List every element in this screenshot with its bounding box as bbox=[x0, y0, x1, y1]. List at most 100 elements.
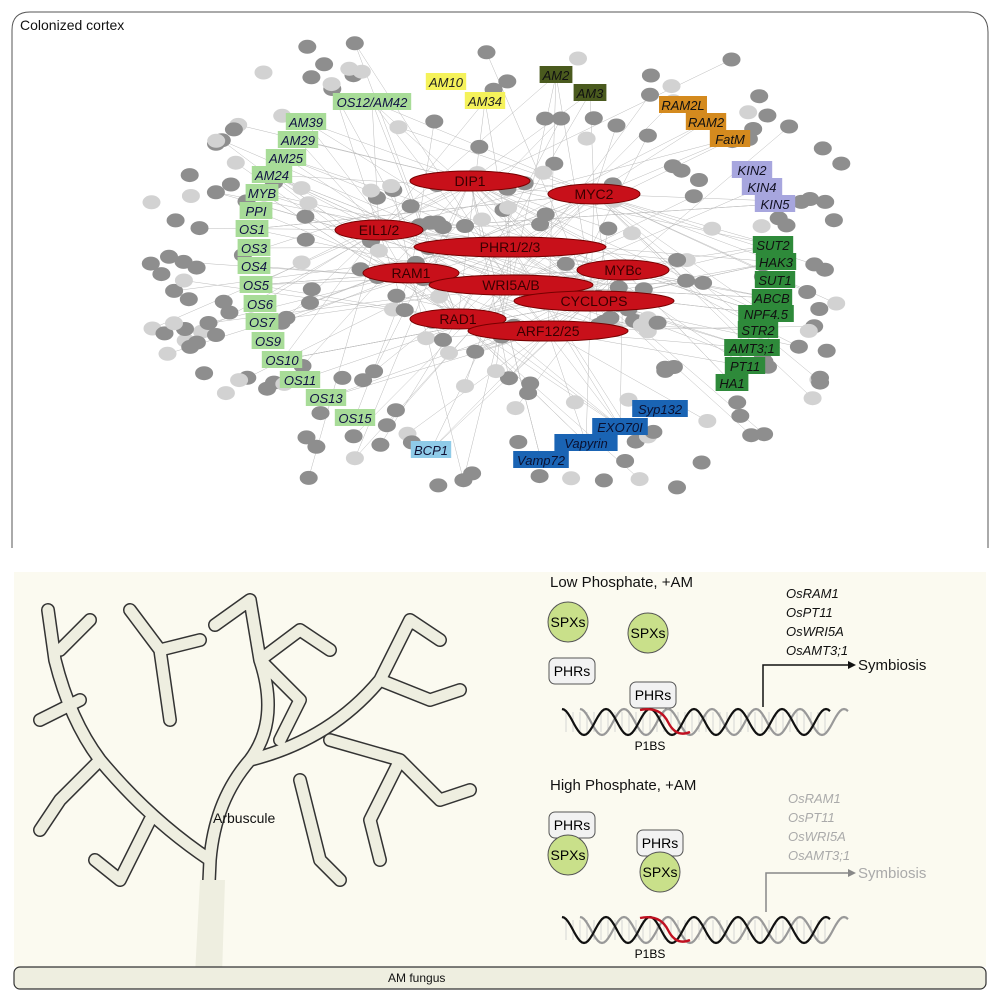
gene-label: OS11 bbox=[284, 373, 316, 388]
gene-label: AM10 bbox=[428, 75, 464, 90]
arrow-icon bbox=[848, 661, 856, 669]
network-edge bbox=[259, 229, 380, 305]
gene-node-light_green bbox=[261, 351, 303, 368]
phr-protein-bound bbox=[629, 681, 677, 709]
network-edge bbox=[261, 192, 459, 320]
gene-node-dark_green bbox=[715, 374, 749, 391]
dna-strand bbox=[579, 707, 849, 737]
hub-label: MYBc bbox=[604, 262, 641, 278]
grey-node bbox=[506, 401, 525, 416]
network-edge bbox=[593, 193, 777, 263]
grey-node bbox=[395, 303, 414, 318]
gene-label: SUT1 bbox=[758, 273, 791, 288]
low-title: Low Phosphate, +AM bbox=[550, 574, 693, 591]
gene-label: AM25 bbox=[268, 151, 304, 166]
gene: OsPT11 bbox=[786, 605, 833, 620]
gene: OsRAM1 bbox=[786, 586, 839, 601]
gene-node-orange bbox=[659, 96, 707, 113]
gene-label: Syp132 bbox=[638, 402, 683, 417]
arbuscule-label: Arbuscule bbox=[213, 810, 275, 826]
network-edge bbox=[495, 246, 511, 372]
gene-label: AMT3;1 bbox=[728, 341, 775, 356]
grey-node bbox=[190, 221, 209, 236]
low-outcome: Symbiosis bbox=[858, 657, 926, 674]
grey-node bbox=[417, 331, 436, 346]
gene-label: HAK3 bbox=[759, 255, 794, 270]
grey-node bbox=[509, 435, 528, 449]
grey-node bbox=[816, 194, 835, 209]
grey-node bbox=[813, 141, 832, 156]
gene-node-light_green bbox=[251, 166, 293, 183]
network-edge bbox=[593, 193, 837, 304]
grey-node bbox=[755, 427, 774, 442]
gene-node-lavender bbox=[731, 161, 773, 178]
hub-label: DIP1 bbox=[454, 173, 485, 189]
gene-label: MYB bbox=[248, 186, 277, 201]
gene: OsWRI5A bbox=[788, 829, 846, 844]
grey-node bbox=[152, 267, 171, 282]
grey-node bbox=[187, 335, 206, 350]
gene-label: AM39 bbox=[288, 115, 323, 130]
gene-node-orange bbox=[685, 113, 727, 130]
network-edge bbox=[547, 330, 587, 444]
network-edge bbox=[410, 272, 464, 481]
network-edge bbox=[430, 330, 549, 451]
grey-node bbox=[141, 256, 160, 271]
network-edge bbox=[593, 125, 617, 195]
gene-label: AM29 bbox=[280, 133, 315, 148]
fungus-hypha bbox=[13, 966, 987, 990]
network-edge bbox=[378, 100, 486, 231]
network-edge bbox=[378, 138, 731, 231]
gene: OsAMT3;1 bbox=[786, 643, 848, 658]
grey-node bbox=[187, 260, 206, 275]
grey-node bbox=[299, 196, 318, 211]
grey-node bbox=[298, 39, 317, 54]
grey-node bbox=[365, 364, 384, 379]
gene-node-lavender bbox=[741, 178, 783, 195]
high-outcome: Symbiosis bbox=[858, 865, 926, 882]
network-edge bbox=[407, 330, 549, 435]
gene-node-light_green bbox=[237, 257, 271, 274]
grey-node bbox=[230, 373, 249, 388]
grey-node bbox=[477, 45, 496, 60]
grey-node bbox=[179, 292, 198, 307]
gene-node-light_green bbox=[305, 389, 347, 406]
grey-node bbox=[296, 232, 315, 247]
gene-node-light_green bbox=[251, 332, 285, 349]
high-phosphate-model: High Phosphate, +AM PHRs SPXs PHRs SPXs … bbox=[547, 777, 926, 961]
network-edge bbox=[371, 101, 380, 231]
grey-node bbox=[817, 343, 836, 358]
gene-node-light_green bbox=[245, 313, 279, 330]
grey-node bbox=[207, 328, 225, 342]
dna-strand bbox=[561, 707, 831, 737]
grey-node bbox=[690, 173, 708, 187]
gene-node-dark_green bbox=[737, 321, 779, 338]
grey-node bbox=[352, 64, 371, 79]
grey-node bbox=[803, 391, 822, 406]
grey-node bbox=[648, 315, 667, 330]
gene-node-light_blue bbox=[410, 441, 452, 458]
hub-node bbox=[413, 236, 607, 258]
network-edge bbox=[281, 229, 380, 323]
gene-label: OS13 bbox=[309, 391, 343, 406]
grey-node bbox=[789, 339, 808, 354]
grey-node bbox=[622, 226, 641, 241]
grey-node bbox=[577, 131, 596, 146]
grey-node bbox=[386, 403, 405, 418]
grey-node bbox=[440, 345, 458, 360]
phr-label: PHRs bbox=[635, 687, 672, 703]
gene-node-light_green bbox=[245, 184, 279, 201]
grey-node bbox=[521, 376, 540, 391]
arrow-icon bbox=[848, 869, 856, 877]
grey-node bbox=[536, 207, 555, 222]
grey-node bbox=[434, 332, 452, 347]
high-title: High Phosphate, +AM bbox=[550, 777, 696, 794]
spx-label: SPXs bbox=[642, 864, 677, 880]
grey-node bbox=[545, 156, 564, 171]
gene-label: OS4 bbox=[241, 259, 267, 274]
grey-node bbox=[292, 181, 311, 196]
gene-label: OS9 bbox=[255, 334, 281, 349]
grey-node bbox=[473, 212, 491, 227]
grey-node bbox=[656, 360, 675, 375]
network-edge bbox=[593, 193, 774, 246]
